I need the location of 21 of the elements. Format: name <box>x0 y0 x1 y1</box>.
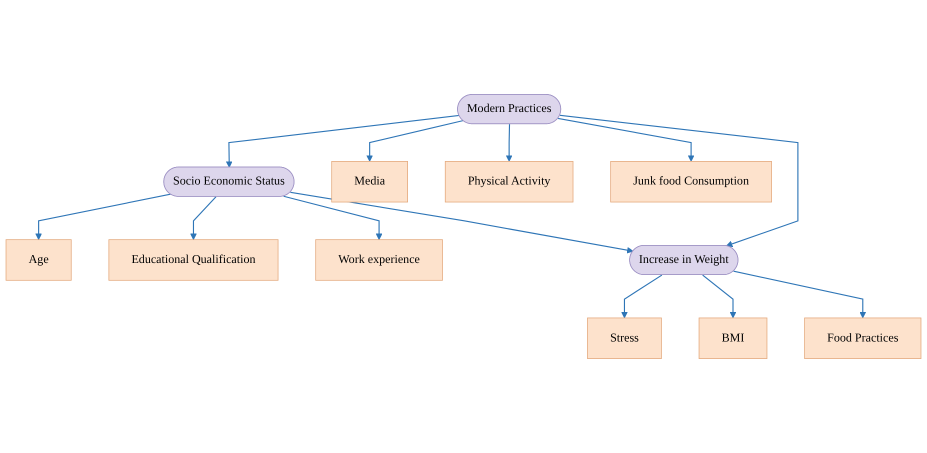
node-box: Physical Activity <box>444 161 574 202</box>
arrow <box>35 194 171 240</box>
arrow <box>226 114 460 168</box>
node-box: BMI <box>698 318 768 359</box>
arrow <box>506 124 512 162</box>
node-box: Food Practices <box>804 318 922 359</box>
node-box: Age <box>6 239 72 281</box>
arrow <box>560 114 798 248</box>
arrow <box>290 192 634 254</box>
node-box: Stress <box>587 318 662 359</box>
arrow <box>734 270 866 318</box>
node-box: Junk food Consumption <box>610 161 772 202</box>
arrow <box>366 120 464 162</box>
arrow <box>621 274 662 318</box>
arrow <box>702 274 736 318</box>
node-box: Work experience <box>315 239 443 281</box>
node-box: Media <box>331 161 408 202</box>
node-box: Educational Qualification <box>108 239 278 281</box>
arrow <box>283 196 382 240</box>
arrow <box>558 118 694 162</box>
arrow <box>190 196 216 240</box>
